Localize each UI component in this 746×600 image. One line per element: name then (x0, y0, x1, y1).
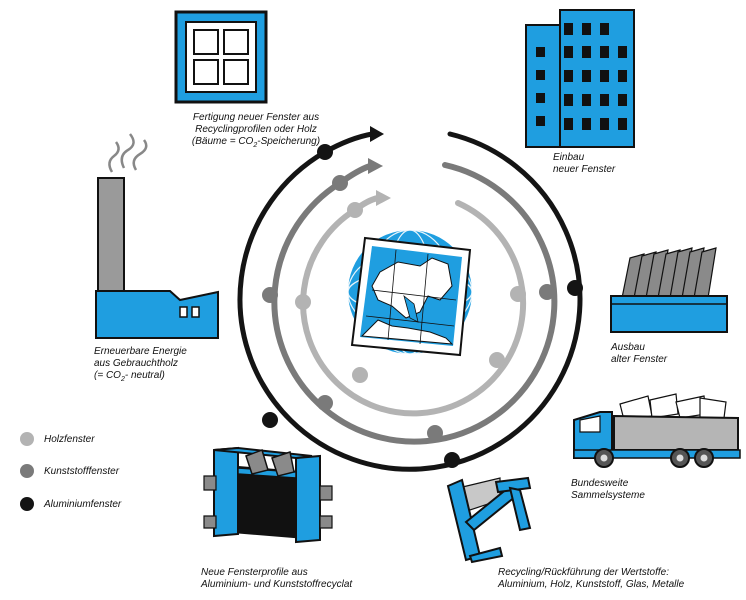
legend-item-wood: Holzfenster (20, 429, 95, 449)
caption-recycling: Recycling/Rückführung der Wertstoffe: Al… (498, 567, 684, 591)
caption-new-profiles: Neue Fensterprofile aus Aluminium- und K… (201, 567, 352, 591)
wood-arrowhead (376, 190, 391, 206)
wood-node (347, 202, 363, 218)
subscript: 2 (120, 376, 125, 383)
ring-nodes (262, 144, 583, 468)
plastic-node (317, 395, 333, 411)
subscript: 2 (253, 142, 258, 149)
plastic-node (332, 175, 348, 191)
caption-text: - neutral) (124, 370, 165, 381)
caption-line: Einbau (553, 152, 585, 163)
legend-swatch-wood (20, 432, 34, 446)
caption-text: (Bäume = CO (191, 136, 254, 147)
legend-swatch-aluminium (20, 497, 34, 511)
window-icon (174, 10, 268, 104)
caption-line: Fertigung neuer Fenster aus (192, 112, 320, 123)
aluminium-ring (237, 131, 583, 472)
plastic-node (539, 284, 555, 300)
caption-line: alter Fenster (611, 354, 668, 365)
caption-line: Recycling/Rückführung der Wertstoffe: (498, 567, 670, 578)
caption-line: Sammelsysteme (571, 490, 645, 501)
aluminium-node (567, 280, 583, 296)
container-icon (610, 247, 728, 333)
caption-new-window-production: Fertigung neuer Fenster aus Recyclingpro… (166, 112, 346, 152)
wood-ring (300, 200, 527, 417)
wood-node (510, 286, 526, 302)
aluminium-arrowhead (370, 126, 384, 142)
caption-line: Bundesweite (571, 478, 629, 489)
caption-installation: Einbau neuer Fenster (553, 152, 615, 176)
caption-collection: Bundesweite Sammelsysteme (571, 478, 645, 502)
plastic-arrowhead (368, 158, 383, 174)
legend-item-plastic: Kunststofffenster (20, 461, 119, 481)
legend-swatch-plastic (20, 464, 34, 478)
legend-item-aluminium: Aluminiumfenster (20, 494, 121, 514)
recycled-frame-icon (446, 476, 532, 564)
plastic-node (427, 425, 443, 441)
caption-text: -Speicherung) (257, 136, 321, 147)
caption-line: Recyclingprofilen oder Holz (195, 124, 317, 135)
caption-line: (= CO2- neutral) (94, 370, 187, 386)
caption-line: Erneuerbare Energie (94, 346, 187, 357)
aluminium-node (317, 144, 333, 160)
aluminium-node (444, 452, 460, 468)
caption-removal: Ausbau alter Fenster (611, 342, 667, 366)
wood-node (295, 294, 311, 310)
caption-text: (= CO (94, 370, 121, 381)
caption-line: neuer Fenster (553, 164, 616, 175)
wood-node (489, 352, 505, 368)
caption-line: Ausbau (611, 342, 645, 353)
legend-label: Holzfenster (44, 433, 95, 445)
caption-line: aus Gebrauchtholz (94, 358, 178, 369)
wood-node (352, 367, 368, 383)
caption-line: Neue Fensterprofile aus (201, 567, 308, 578)
caption-line: Aluminium- und Kunststoffrecyclat (201, 579, 353, 590)
caption-line: Aluminium, Holz, Kunststoff, Glas, Metal… (498, 579, 685, 590)
window-profile-icon (203, 446, 333, 544)
caption-renewable-energy: Erneuerbare Energie aus Gebrauchtholz (=… (94, 346, 187, 386)
europe-map-globe-icon (347, 229, 473, 357)
legend-label: Kunststofffenster (44, 465, 120, 477)
aluminium-node (262, 412, 278, 428)
plastic-node (262, 287, 278, 303)
factory-icon (95, 133, 219, 339)
caption-line: (Bäume = CO2-Speicherung) (166, 136, 346, 152)
legend-label: Aluminiumfenster (44, 498, 122, 510)
truck-icon (573, 393, 741, 468)
building-icon (525, 9, 635, 148)
